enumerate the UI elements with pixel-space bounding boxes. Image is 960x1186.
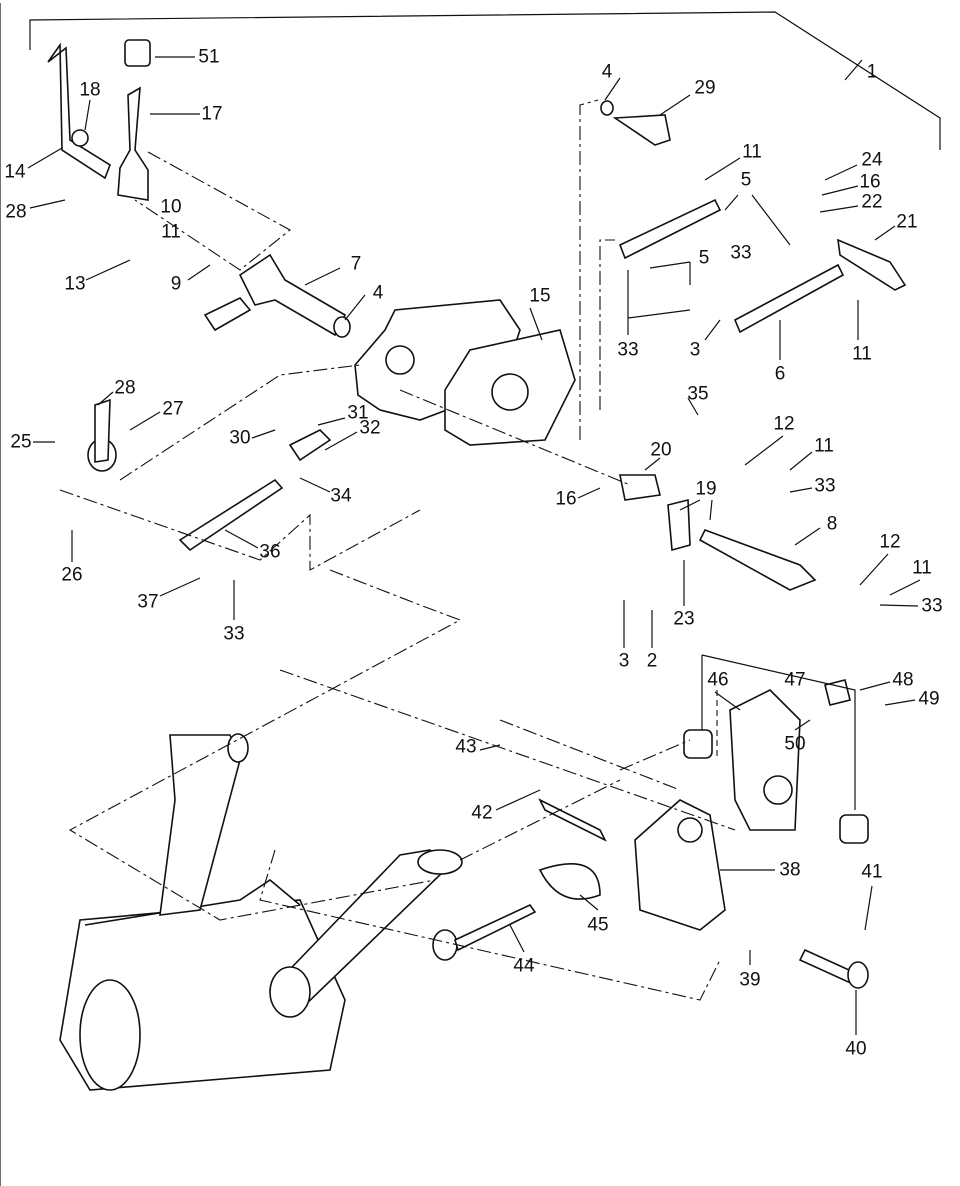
part-callout-22: 22 bbox=[861, 191, 883, 213]
part-callout-6: 6 bbox=[774, 363, 786, 385]
part-callout-38: 38 bbox=[779, 859, 801, 881]
assembly-bracket-line bbox=[29, 11, 941, 150]
leader-lines bbox=[27, 56, 921, 1035]
part-callout-42: 42 bbox=[471, 802, 493, 824]
rod-36 bbox=[87, 398, 332, 552]
part-callout-12: 12 bbox=[879, 531, 901, 553]
part-callout-44: 44 bbox=[513, 955, 535, 977]
part-callout-34: 34 bbox=[330, 485, 352, 507]
part-callout-48: 48 bbox=[892, 669, 914, 691]
part-callout-28: 28 bbox=[114, 377, 136, 399]
part-callout-11: 11 bbox=[742, 141, 762, 163]
part-callout-25: 25 bbox=[10, 431, 32, 453]
part-callout-11: 11 bbox=[912, 557, 932, 579]
part-callout-11: 11 bbox=[814, 435, 834, 457]
part-callout-23: 23 bbox=[673, 608, 695, 630]
part-callout-33: 33 bbox=[814, 475, 836, 497]
part-callout-11: 11 bbox=[852, 343, 872, 365]
control-lever-14 bbox=[47, 39, 151, 201]
part-callout-35: 35 bbox=[687, 383, 709, 405]
part-callout-32: 32 bbox=[359, 417, 381, 439]
shaft-8 bbox=[619, 474, 817, 591]
part-callout-43: 43 bbox=[455, 736, 477, 758]
part-callout-33: 33 bbox=[223, 623, 245, 645]
part-callout-3: 3 bbox=[689, 339, 701, 361]
part-callout-4: 4 bbox=[601, 61, 613, 83]
part-callout-16: 16 bbox=[555, 488, 577, 510]
part-callout-28: 28 bbox=[5, 201, 27, 223]
lift-arms-housing bbox=[59, 733, 463, 1091]
part-callout-2: 2 bbox=[646, 650, 658, 672]
part-callout-5: 5 bbox=[740, 169, 752, 191]
part-callout-47: 47 bbox=[784, 669, 806, 691]
part-callout-7: 7 bbox=[350, 253, 362, 275]
link-bars-6 bbox=[600, 100, 907, 334]
part-callout-30: 30 bbox=[229, 427, 251, 449]
housing-15 bbox=[354, 299, 576, 446]
part-callout-21: 21 bbox=[896, 211, 918, 233]
part-callout-40: 40 bbox=[845, 1038, 867, 1060]
part-callout-4: 4 bbox=[372, 282, 384, 304]
part-callout-16: 16 bbox=[859, 171, 881, 193]
shaft-7 bbox=[203, 253, 351, 338]
part-callout-13: 13 bbox=[64, 273, 86, 295]
part-callout-20: 20 bbox=[650, 439, 672, 461]
part-callout-51: 51 bbox=[198, 46, 220, 68]
part-callout-49: 49 bbox=[918, 688, 940, 710]
part-callout-11: 11 bbox=[161, 221, 181, 243]
part-callout-31: 31 bbox=[347, 402, 369, 424]
part-callout-3: 3 bbox=[618, 650, 630, 672]
plate-38 bbox=[432, 798, 869, 989]
part-callout-12: 12 bbox=[773, 413, 795, 435]
part-callout-15: 15 bbox=[529, 285, 551, 307]
part-callout-41: 41 bbox=[861, 861, 883, 883]
part-callout-19: 19 bbox=[695, 478, 717, 500]
part-callout-5: 5 bbox=[698, 247, 710, 269]
part-callout-14: 14 bbox=[4, 161, 26, 183]
part-callout-26: 26 bbox=[61, 564, 83, 586]
part-callout-29: 29 bbox=[694, 77, 716, 99]
part-callout-8: 8 bbox=[826, 513, 838, 535]
bracket-46 bbox=[683, 679, 869, 844]
part-callout-24: 24 bbox=[861, 149, 883, 171]
part-callout-33: 33 bbox=[617, 339, 639, 361]
part-callout-46: 46 bbox=[707, 669, 729, 691]
part-callout-1: 1 bbox=[866, 61, 878, 83]
part-callout-50: 50 bbox=[784, 733, 806, 755]
part-callout-45: 45 bbox=[587, 914, 609, 936]
part-callout-37: 37 bbox=[137, 591, 159, 613]
part-callout-10: 10 bbox=[160, 196, 182, 218]
part-callout-36: 36 bbox=[259, 541, 281, 563]
part-callout-27: 27 bbox=[162, 398, 184, 420]
part-callout-33: 33 bbox=[921, 595, 943, 617]
part-callout-33: 33 bbox=[730, 242, 752, 264]
part-callout-39: 39 bbox=[739, 969, 761, 991]
part-callout-9: 9 bbox=[170, 273, 182, 295]
part-callout-17: 17 bbox=[201, 103, 223, 125]
part-callout-18: 18 bbox=[79, 79, 101, 101]
